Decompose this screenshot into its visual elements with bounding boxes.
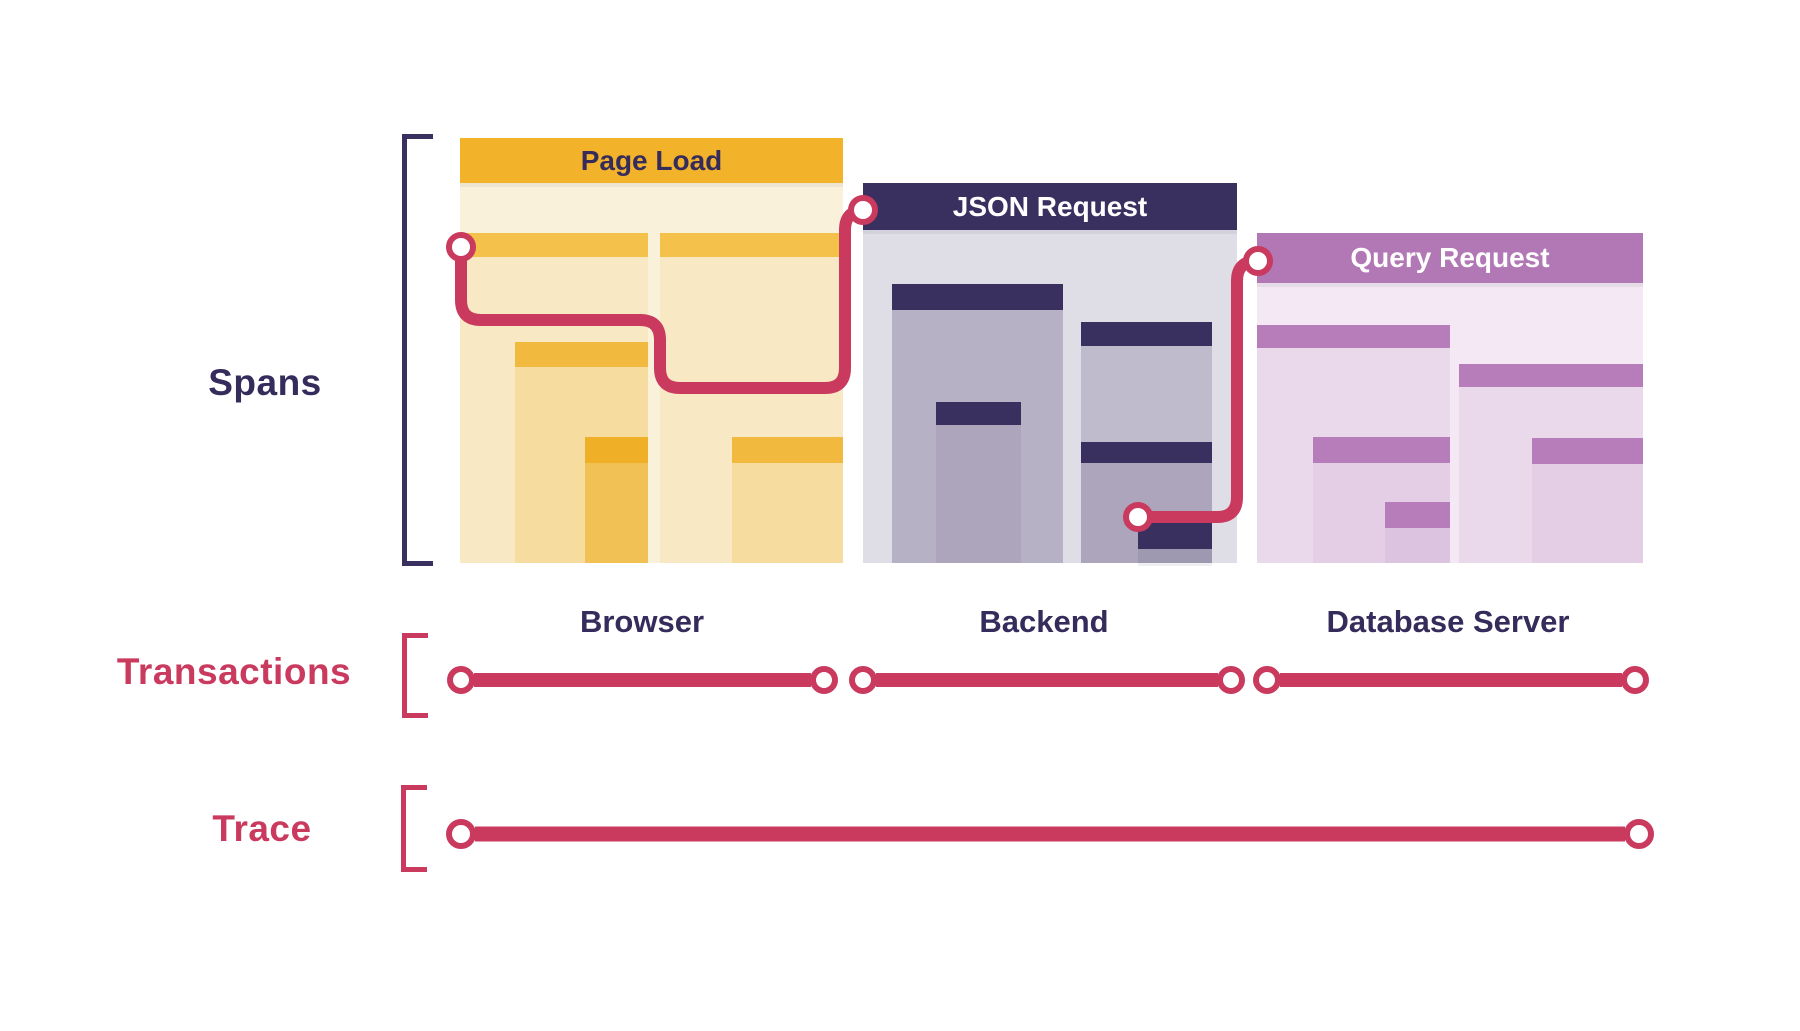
span-bar-header (585, 437, 648, 463)
span-bar-header (892, 284, 1063, 310)
backend-transaction-end-node (1217, 666, 1245, 694)
span-bar-header (732, 437, 843, 463)
panel-json-request-header (863, 183, 1237, 230)
span-bar-header (460, 233, 648, 257)
database-transaction-end-node (1621, 666, 1649, 694)
spans-row-label: Spans (208, 362, 322, 403)
panel-json-request-spans (863, 183, 1237, 563)
panel-json-request: JSON Request (863, 183, 1237, 563)
spans-bracket (402, 134, 433, 566)
trace-end-node (1624, 819, 1654, 849)
span-bar-body (936, 425, 1021, 563)
service-label-backend: Backend (979, 604, 1109, 639)
browser-transaction-start-node (447, 666, 475, 694)
span-bar-body (1385, 528, 1450, 563)
span-bar-body (732, 463, 843, 563)
span-bar-header (515, 342, 648, 367)
panel-page-load-spans (460, 138, 843, 563)
panel-page-load-title: Page Load (580, 145, 723, 176)
span-bar-header (1257, 325, 1450, 348)
span-bar-header (936, 402, 1021, 425)
span-bar-header (1138, 549, 1212, 563)
trace-row-label: Trace (212, 808, 312, 849)
span-bar-body (585, 463, 648, 563)
panel-query-request: Query Request (1257, 233, 1643, 563)
span-bar-body (1532, 464, 1643, 563)
database-transaction-start-node (1253, 666, 1281, 694)
transactions-row-label: Transactions (116, 651, 352, 692)
span-bar-header (1138, 523, 1212, 549)
trace-bracket (401, 785, 427, 872)
service-label-browser: Browser (579, 604, 705, 639)
span-bar-header (1081, 322, 1212, 346)
browser-transaction-end-node (810, 666, 838, 694)
span-bar-header (1459, 364, 1643, 387)
panel-query-request-title: Query Request (1350, 242, 1550, 273)
panel-json-request-title: JSON Request (952, 191, 1148, 222)
panel-query-request-spans (1257, 233, 1643, 563)
backend-transaction-start-node (849, 666, 877, 694)
panel-page-load-header (460, 138, 843, 183)
transactions-bracket (402, 633, 428, 718)
panel-page-load: Page Load (460, 138, 843, 563)
service-label-database-server: Database Server (1326, 604, 1570, 639)
span-bar-header (1081, 442, 1212, 463)
span-bar-header (1313, 437, 1450, 463)
span-bar-header (1532, 438, 1643, 464)
span-bar-header (1385, 502, 1450, 528)
panel-query-request-header (1257, 233, 1643, 283)
span-bar-header (660, 233, 843, 257)
trace-start-node (446, 819, 476, 849)
